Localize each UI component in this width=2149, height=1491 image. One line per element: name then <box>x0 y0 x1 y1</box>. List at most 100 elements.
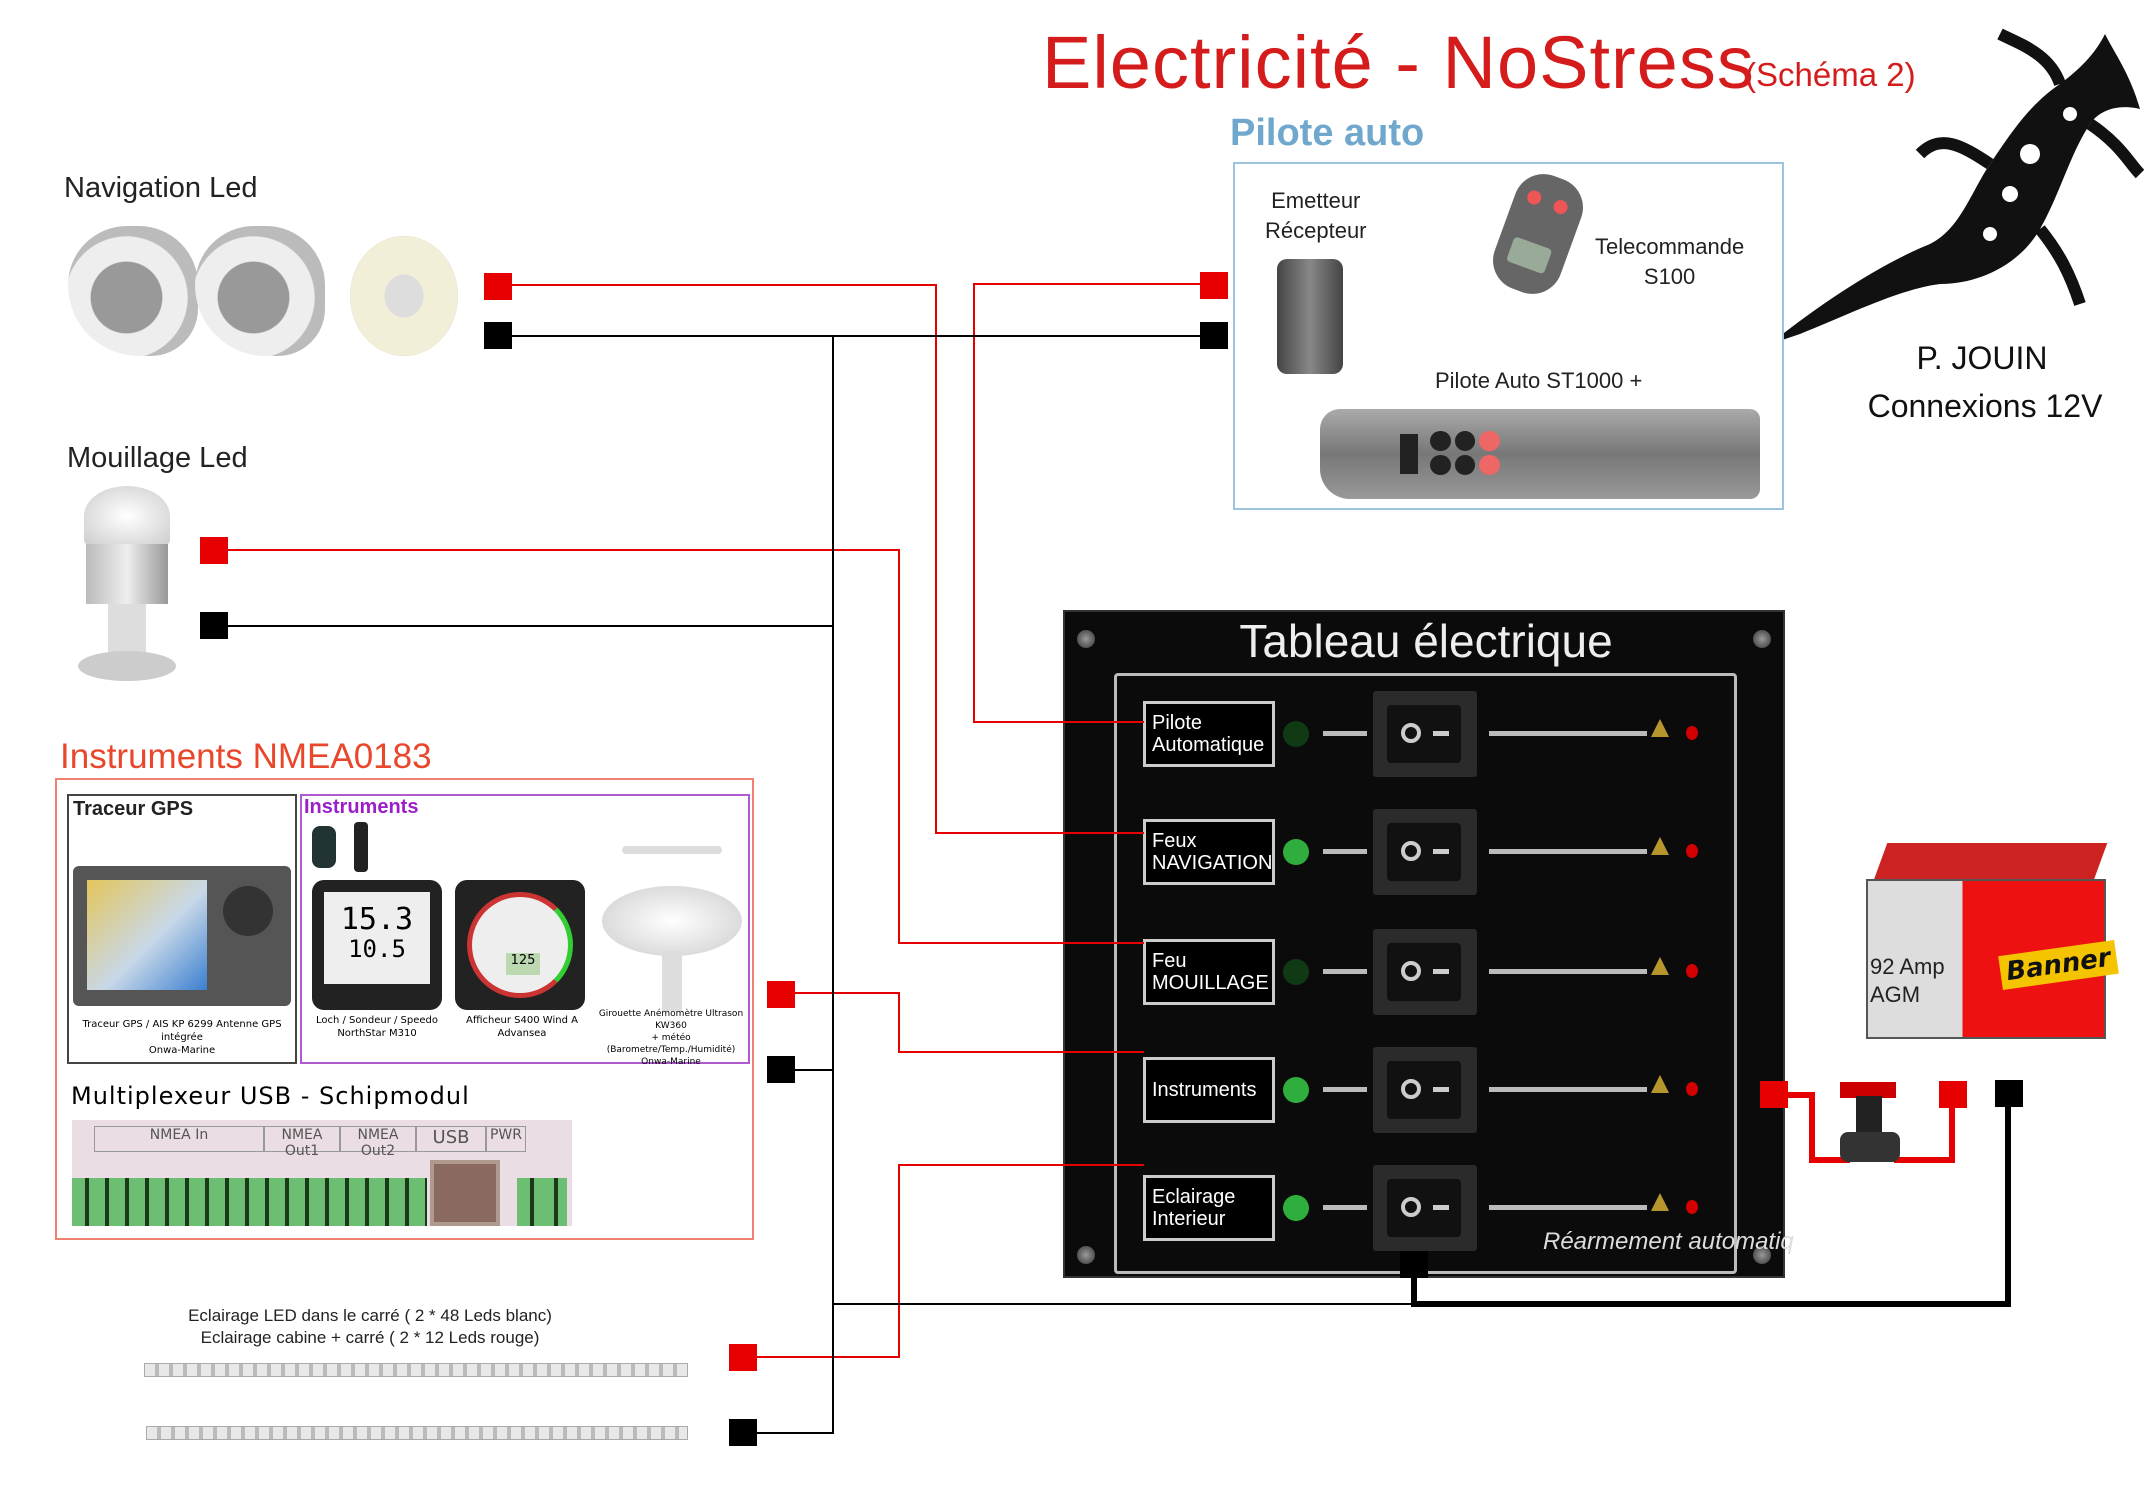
circuit-label-line: Interieur <box>1152 1208 1226 1230</box>
status-led-icon <box>1283 959 1309 985</box>
emitter-line: Récepteur <box>1265 218 1367 243</box>
mouillage-light-image <box>78 486 176 686</box>
gps-plotter-image <box>73 866 291 1006</box>
breaker-indicator-icon[interactable] <box>1686 726 1698 740</box>
remote-s100-image <box>1484 165 1592 303</box>
breaker-indicator-icon[interactable] <box>1686 1082 1698 1096</box>
rocker-switch[interactable] <box>1373 929 1477 1015</box>
circuit-label-line: Feux <box>1152 830 1197 852</box>
caption-line: NorthStar M310 <box>337 1028 417 1039</box>
circuit-label-line: Automatique <box>1152 734 1265 756</box>
speed-sensor-image <box>354 822 368 872</box>
instruments-box: Traceur GPS Traceur GPS / AIS KP 6299 An… <box>55 778 754 1240</box>
circuit-label-line: Feu <box>1152 950 1187 972</box>
circuit-row: Instruments <box>1065 1045 1787 1135</box>
gecko-logo <box>1770 28 2144 344</box>
trace-line <box>1323 849 1367 854</box>
girouette-caption: Girouette Anémomètre Ultrason KW360+ mét… <box>590 1008 752 1068</box>
trace-line <box>1323 1205 1367 1210</box>
breaker-indicator-icon[interactable] <box>1686 1200 1698 1214</box>
navigation-light-starboard-image <box>195 226 325 356</box>
battery-capacity: 92 Amp <box>1870 954 1945 979</box>
wire-negative-bus <box>756 336 834 1434</box>
multiplexer-title: Multiplexeur USB - Schipmodul <box>71 1082 470 1110</box>
status-led-icon <box>1283 1077 1309 1103</box>
interior-line-1: Eclairage LED dans le carré ( 2 * 48 Led… <box>188 1306 552 1325</box>
loch-speed-value: 15.3 <box>340 902 414 937</box>
trace-line <box>1489 969 1647 974</box>
connections-label: Connexions 12V <box>1867 388 2103 424</box>
trace-line <box>1323 731 1367 736</box>
fuse-warning-icon <box>1651 1075 1669 1093</box>
instruments-title: Instruments <box>304 796 419 818</box>
fuse-warning-icon <box>1651 957 1669 975</box>
terminal-battery-positive <box>1939 1081 1967 1108</box>
caption-line: + météo (Barometre/Temp./Humidité) <box>606 1033 736 1055</box>
wind-display-image: 125 <box>455 880 585 1010</box>
mux-port-usb: USB <box>416 1126 486 1152</box>
instruments-section-title: Instruments NMEA0183 <box>60 737 432 776</box>
battery-switch[interactable] <box>1836 1082 1904 1168</box>
caption-line: Afficheur S400 Wind A <box>466 1015 578 1026</box>
status-led-icon <box>1283 839 1309 865</box>
led-strip-white <box>144 1363 688 1377</box>
circuit-label: Instruments <box>1143 1057 1275 1123</box>
diagram-title: Electricité - NoStress <box>1042 21 1755 104</box>
status-led-icon <box>1283 1195 1309 1221</box>
remote-line: S100 <box>1643 264 1696 289</box>
circuit-label-line: Eclairage <box>1152 1186 1236 1208</box>
caption-line: Onwa-Marine <box>641 1057 701 1067</box>
rocker-switch[interactable] <box>1373 809 1477 895</box>
terminal-battery-negative <box>1995 1080 2023 1107</box>
terminal-instruments-positive <box>767 981 795 1008</box>
trace-line <box>1489 849 1647 854</box>
terminal-mooring-positive <box>200 537 228 564</box>
caption-line: Onwa-Marine <box>148 1045 216 1056</box>
mouillage-led-label: Mouillage Led <box>67 442 248 474</box>
gps-title: Traceur GPS <box>73 798 194 820</box>
autopilot-st1000-image <box>1320 409 1760 499</box>
terminal-pilot-positive <box>1200 272 1228 299</box>
instruments-card: Instruments 15.3 10.5 Loch / Sondeur / S… <box>300 794 750 1067</box>
terminal-interior-negative <box>729 1419 757 1446</box>
terminal-panel-positive <box>1760 1081 1788 1108</box>
anemometer-image <box>602 846 742 1011</box>
breaker-indicator-icon[interactable] <box>1686 964 1698 978</box>
breaker-indicator-icon[interactable] <box>1686 844 1698 858</box>
gps-caption: Traceur GPS / AIS KP 6299 Antenne GPS in… <box>69 1018 295 1057</box>
mux-port-nmea-in: NMEA In <box>94 1126 264 1152</box>
pilote-section-title: Pilote auto <box>1230 112 1425 154</box>
circuit-label-line: NAVIGATION <box>1152 852 1273 874</box>
trace-line <box>1323 1087 1367 1092</box>
navigation-light-port-image <box>68 226 198 356</box>
rocker-switch[interactable] <box>1373 691 1477 777</box>
battery-type: AGM <box>1870 982 1921 1007</box>
multiplexer-image: NMEA In NMEA Out1 NMEA Out2 USB PWR <box>72 1120 572 1226</box>
terminal-interior-positive <box>729 1344 757 1371</box>
panel-footer: Réarmement automatiq <box>1543 1228 1794 1255</box>
trace-line <box>1489 731 1647 736</box>
trace-line <box>1489 1087 1647 1092</box>
terminal-panel-negative <box>1400 1251 1428 1278</box>
rocker-switch[interactable] <box>1373 1165 1477 1251</box>
gps-plotter-card: Traceur GPS Traceur GPS / AIS KP 6299 An… <box>67 794 297 1064</box>
wire-nav-positive <box>511 284 1144 834</box>
stern-light-image <box>350 236 458 356</box>
rocker-switch[interactable] <box>1373 1047 1477 1133</box>
circuit-label-line: Pilote <box>1152 712 1203 734</box>
caption-line: Advansea <box>497 1028 547 1039</box>
